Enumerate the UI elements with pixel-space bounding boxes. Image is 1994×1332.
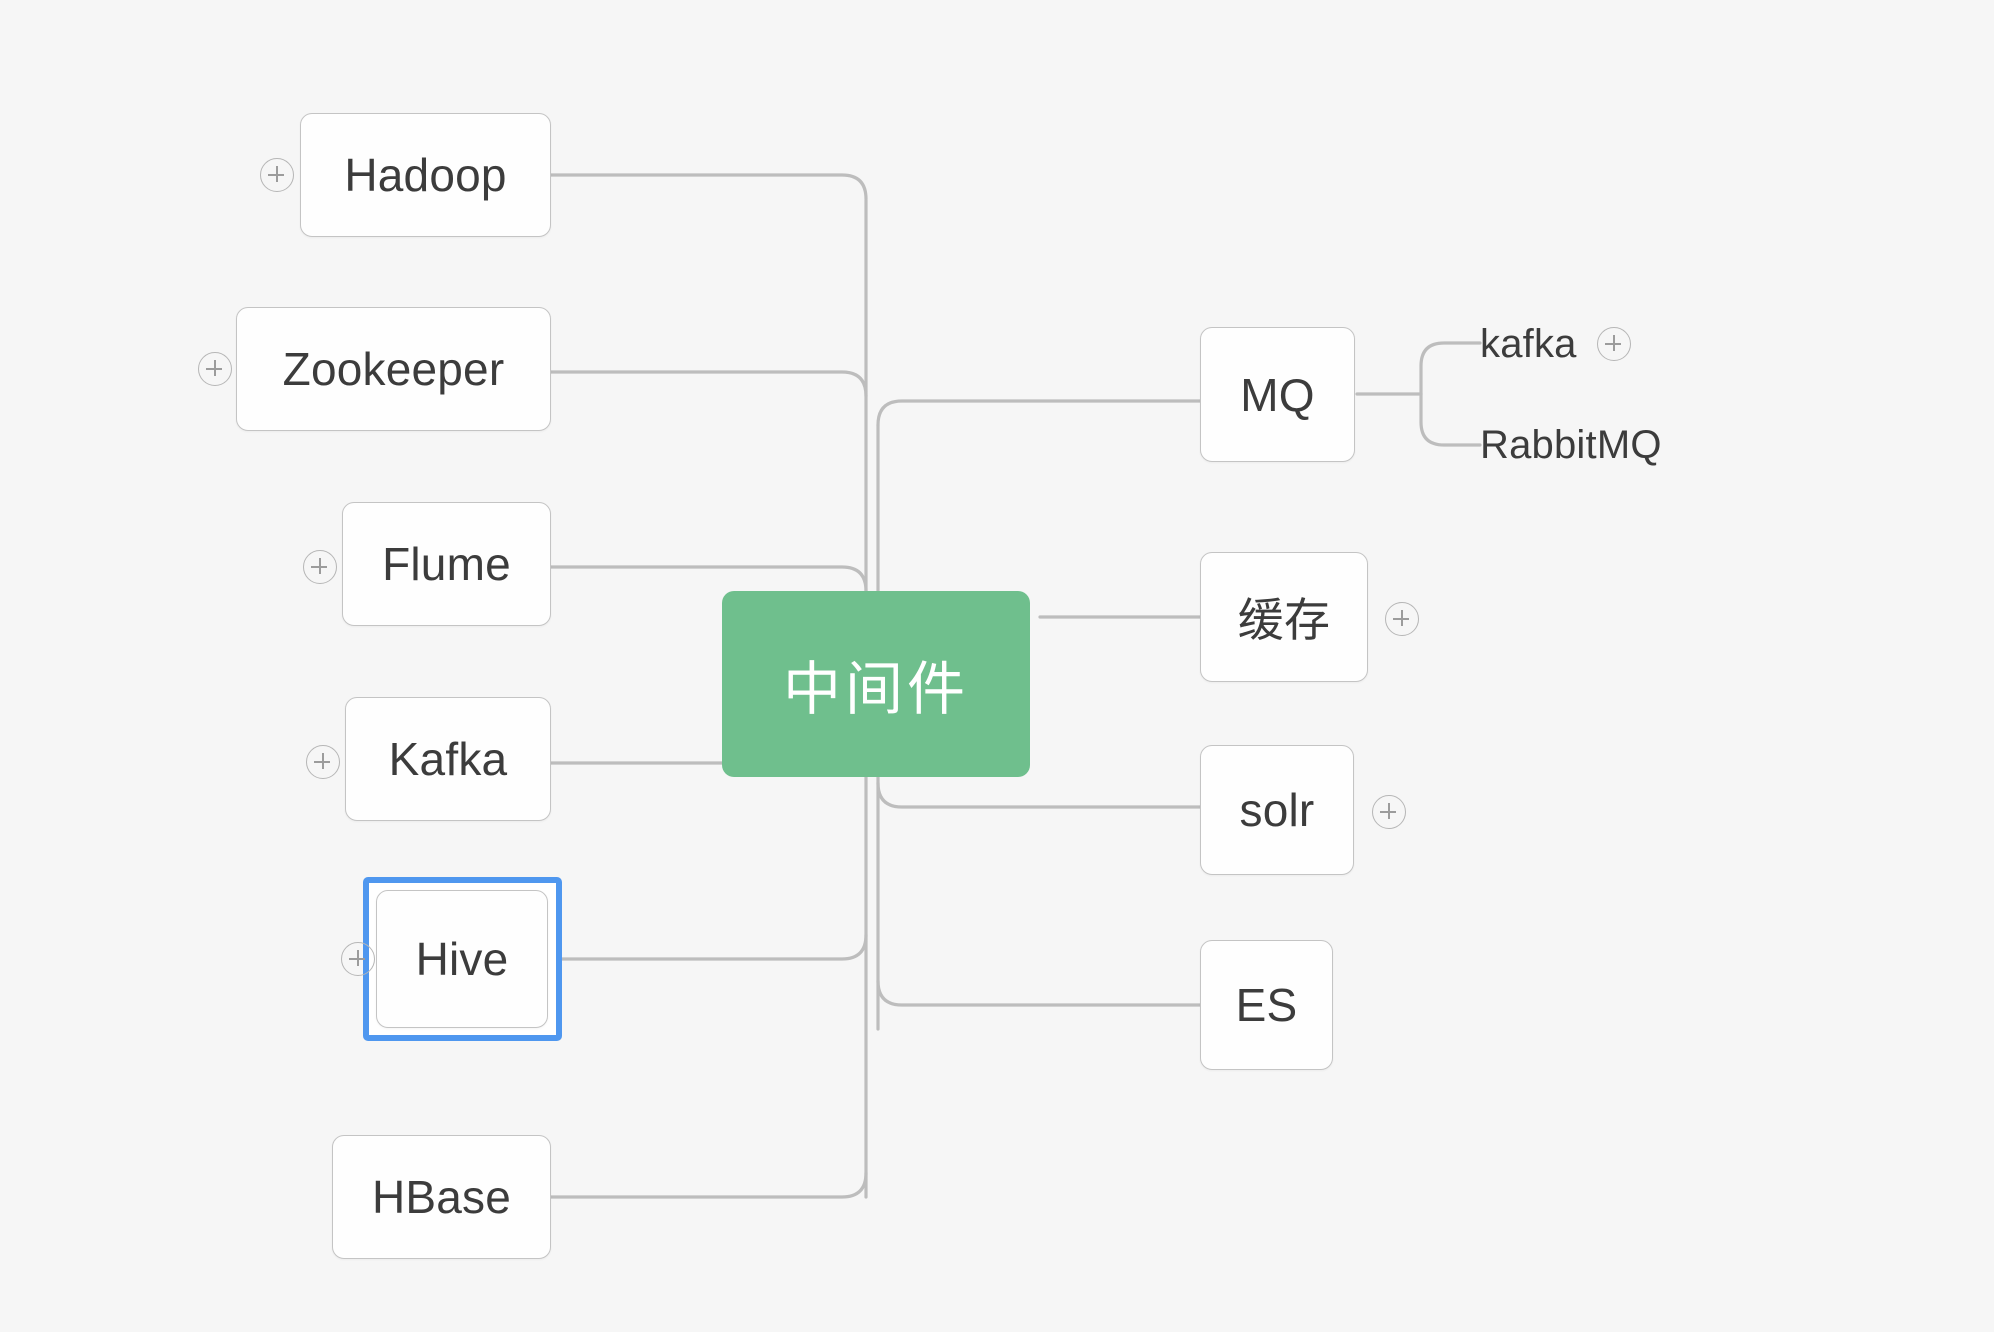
edge-root-es bbox=[876, 979, 1202, 1007]
node-mq-rabbitmq[interactable]: RabbitMQ bbox=[1460, 414, 1700, 476]
edge-root-hadoop bbox=[549, 173, 868, 201]
node-hadoop[interactable]: Hadoop bbox=[300, 113, 551, 237]
edge-root-hive bbox=[555, 933, 868, 961]
node-hadoop-label: Hadoop bbox=[344, 149, 507, 201]
node-mq[interactable]: MQ bbox=[1200, 327, 1355, 462]
node-es[interactable]: ES bbox=[1200, 940, 1333, 1070]
edge-root-mq bbox=[876, 399, 1202, 427]
node-kafka[interactable]: Kafka bbox=[345, 697, 551, 821]
plus-icon-cache[interactable] bbox=[1385, 602, 1419, 636]
root-node-label: 中间件 bbox=[782, 657, 969, 722]
node-hive[interactable]: Hive bbox=[376, 890, 548, 1028]
node-mq-kafka-label: kafka bbox=[1480, 321, 1577, 366]
edge-root-solr bbox=[876, 781, 1202, 809]
node-zookeeper[interactable]: Zookeeper bbox=[236, 307, 551, 431]
root-node-middleware[interactable]: 中间件 bbox=[722, 591, 1030, 777]
edge-root-zookeeper bbox=[549, 370, 868, 398]
plus-icon-zookeeper[interactable] bbox=[198, 352, 232, 386]
edge-root-hbase bbox=[549, 1171, 868, 1199]
node-mq-kafka[interactable]: kafka bbox=[1460, 313, 1640, 375]
plus-icon-mq-kafka[interactable] bbox=[1597, 327, 1631, 361]
node-es-label: ES bbox=[1235, 979, 1298, 1031]
plus-icon-solr[interactable] bbox=[1372, 795, 1406, 829]
node-solr[interactable]: solr bbox=[1200, 745, 1354, 875]
plus-icon-kafka[interactable] bbox=[306, 745, 340, 779]
node-cache[interactable]: 缓存 bbox=[1200, 552, 1368, 682]
node-flume[interactable]: Flume bbox=[342, 502, 551, 626]
edge-root-flume bbox=[549, 565, 868, 593]
node-hbase[interactable]: HBase bbox=[332, 1135, 551, 1259]
node-hbase-label: HBase bbox=[371, 1171, 512, 1223]
node-cache-label: 缓存 bbox=[1237, 594, 1331, 646]
plus-icon-flume[interactable] bbox=[303, 550, 337, 584]
node-flume-label: Flume bbox=[382, 538, 511, 590]
node-mq-label: MQ bbox=[1240, 368, 1315, 421]
node-kafka-label: Kafka bbox=[388, 733, 508, 785]
node-solr-label: solr bbox=[1239, 784, 1315, 836]
plus-icon-hive[interactable] bbox=[341, 942, 375, 976]
node-mq-rabbitmq-label: RabbitMQ bbox=[1480, 422, 1662, 467]
node-zookeeper-label: Zookeeper bbox=[282, 343, 505, 395]
node-hive-label: Hive bbox=[415, 933, 509, 985]
plus-icon-hadoop[interactable] bbox=[260, 158, 294, 192]
